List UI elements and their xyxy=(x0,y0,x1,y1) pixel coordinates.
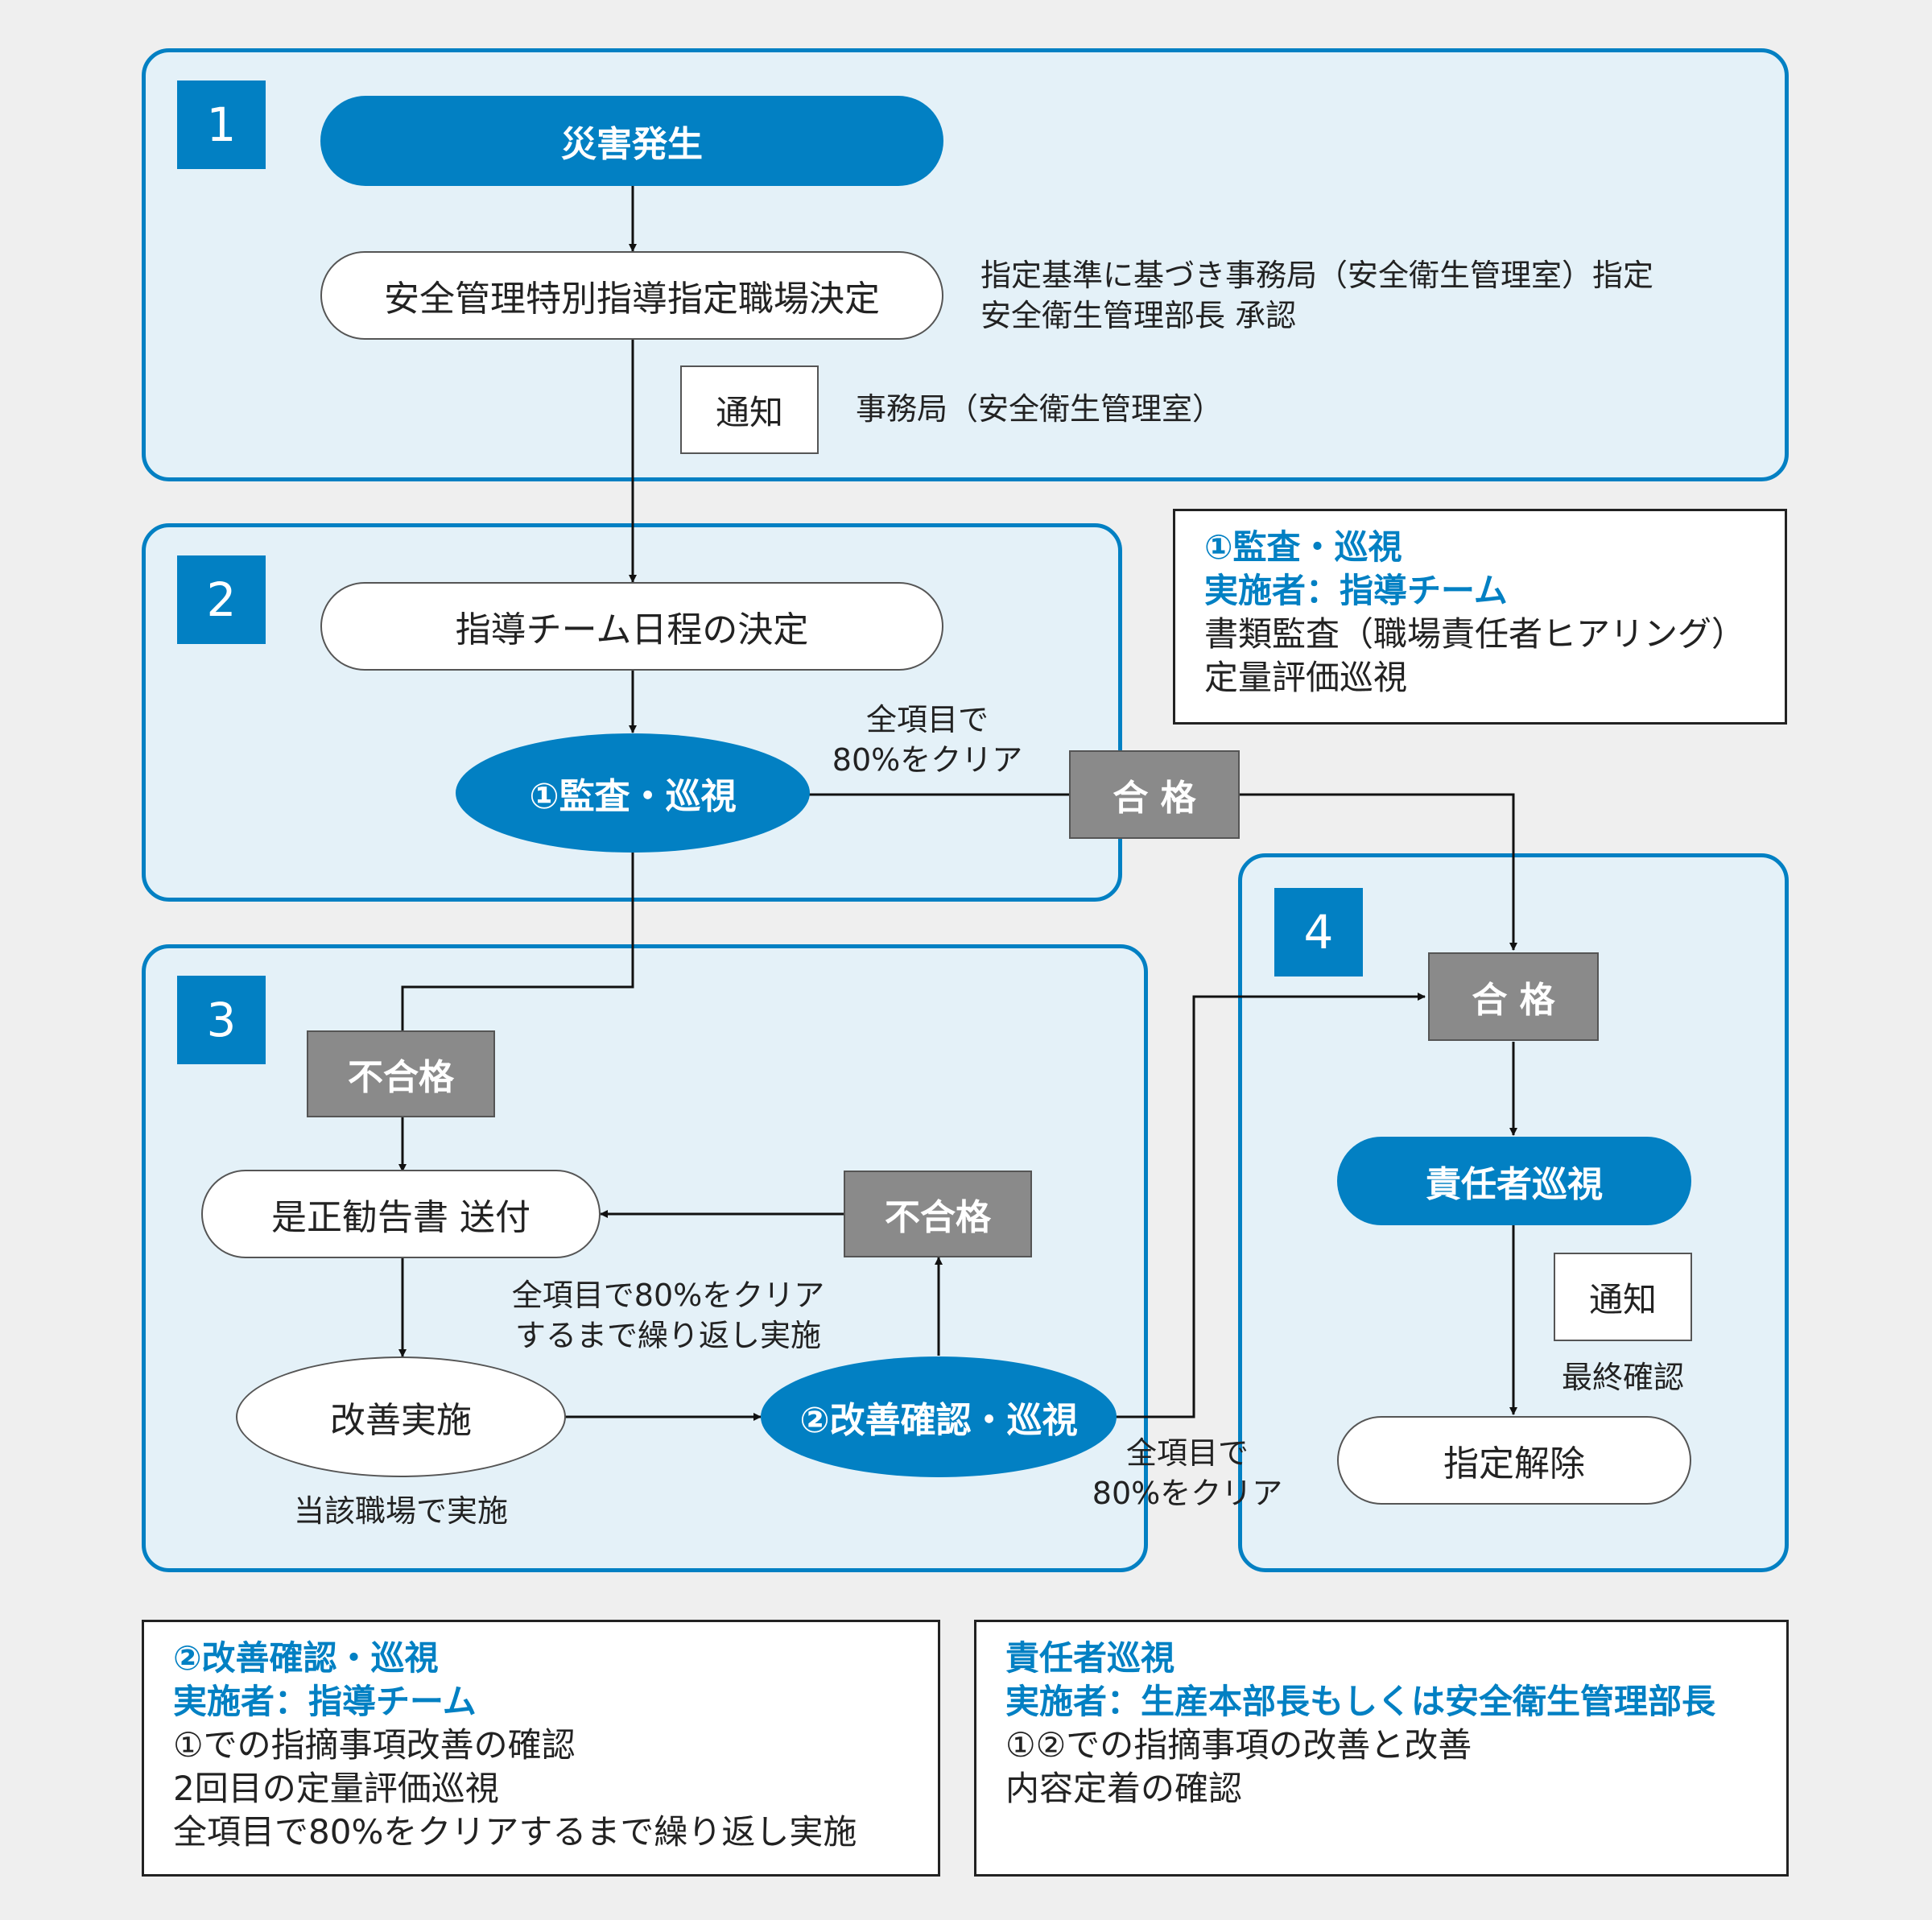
audit-patrol-node: ①監査・巡視 xyxy=(456,733,810,853)
info-manager-heading-1: 責任者巡視 xyxy=(1005,1638,1175,1678)
info-recheck-body-1: ①での指摘事項改善の確認 xyxy=(173,1725,576,1765)
arrow-recheck-to-pass4 xyxy=(1116,993,1426,1418)
notice-box-4: 通知 xyxy=(1554,1253,1692,1341)
repeat-note-1: 全項目で80%をクリア xyxy=(511,1278,825,1313)
disaster-node: 災害発生 xyxy=(320,96,943,186)
repeat-note-2: するまで繰り返し実施 xyxy=(514,1318,821,1353)
final-check-note: 最終確認 xyxy=(1561,1360,1684,1395)
team-schedule-node: 指導チーム日程の決定 xyxy=(320,582,943,671)
pass-box-2: 合 格 xyxy=(1069,750,1240,839)
line-audit-to-fail xyxy=(401,852,634,1030)
recheck-clear-note-2: 80%をクリア xyxy=(1092,1476,1283,1511)
fail-box-top: 不合格 xyxy=(307,1030,495,1117)
manager-patrol-node: 責任者巡視 xyxy=(1337,1137,1691,1225)
fail-box-right: 不合格 xyxy=(844,1171,1032,1257)
info-recheck-body-2: 2回目の定量評価巡視 xyxy=(173,1769,499,1808)
designation-release-node: 指定解除 xyxy=(1337,1416,1691,1505)
audit-clear-note-2: 80%をクリア xyxy=(832,742,1023,778)
improvement-node: 改善実施 xyxy=(236,1356,566,1477)
section-number-3: 3 xyxy=(177,976,266,1064)
info-audit-heading-1: ①監査・巡視 xyxy=(1204,527,1402,567)
info-manager-heading-2: 実施者：生産本部長もしくは安全衛生管理部長 xyxy=(1005,1682,1716,1721)
designation-decision-node: 安全管理特別指導指定職場決定 xyxy=(320,251,943,340)
pass-box-4: 合 格 xyxy=(1428,952,1599,1041)
info-manager-body-1: ①②での指摘事項の改善と改善 xyxy=(1005,1725,1472,1765)
decision-note-line-2: 安全衛生管理部長 承認 xyxy=(980,298,1297,333)
info-audit-box: ①監査・巡視 実施者：指導チーム 書類監査（職場責任者ヒアリング） 定量評価巡視 xyxy=(1173,509,1787,725)
notice-note-1: 事務局（安全衛生管理室） xyxy=(856,391,1224,427)
info-recheck-heading-2: 実施者：指導チーム xyxy=(173,1682,477,1721)
section-number-2: 2 xyxy=(177,555,266,644)
decision-note-line-1: 指定基準に基づき事務局（安全衛生管理室）指定 xyxy=(980,258,1654,293)
info-audit-body-1: 書類監査（職場責任者ヒアリング） xyxy=(1204,614,1746,654)
section-number-4: 4 xyxy=(1274,888,1363,977)
info-manager-box: 責任者巡視 実施者：生産本部長もしくは安全衛生管理部長 ①②での指摘事項の改善と… xyxy=(974,1620,1789,1877)
section-number-1: 1 xyxy=(177,81,266,169)
recheck-clear-note-1: 全項目で xyxy=(1125,1435,1249,1471)
audit-clear-note-1: 全項目で xyxy=(865,702,989,737)
info-audit-body-2: 定量評価巡視 xyxy=(1204,658,1408,697)
improvement-note: 当該職場で実施 xyxy=(293,1493,508,1529)
info-recheck-box: ②改善確認・巡視 実施者：指導チーム ①での指摘事項改善の確認 2回目の定量評価… xyxy=(142,1620,940,1877)
recheck-patrol-node: ②改善確認・巡視 xyxy=(761,1356,1117,1477)
notice-box-1: 通知 xyxy=(680,365,819,454)
info-recheck-heading-1: ②改善確認・巡視 xyxy=(173,1638,439,1678)
info-manager-body-2: 内容定着の確認 xyxy=(1005,1769,1243,1808)
corrective-notice-node: 是正勧告書 送付 xyxy=(201,1170,601,1258)
info-audit-heading-2: 実施者：指導チーム xyxy=(1204,571,1508,610)
arrow-pass-to-section4 xyxy=(1240,793,1517,951)
info-recheck-body-3: 全項目で80%をクリアするまで繰り返し実施 xyxy=(173,1812,857,1852)
